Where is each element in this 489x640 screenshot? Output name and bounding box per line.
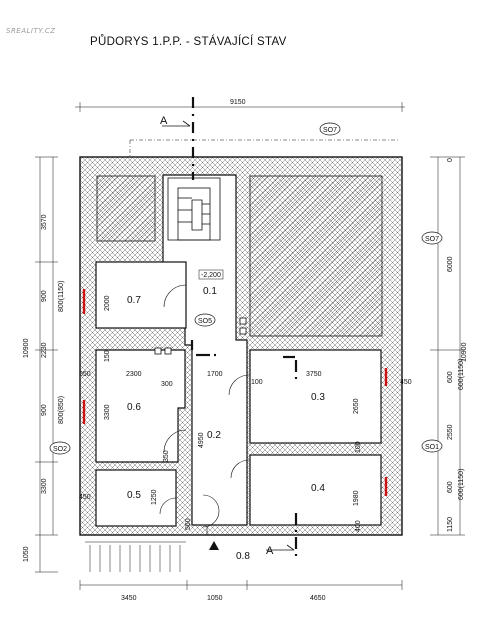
vertical-dims: 3570 900 800(1150) 2000 10900 2230 150 9… (23, 158, 468, 562)
tag-so7-right: SO7 (425, 236, 439, 243)
room-label-0.5: 0.5 (127, 490, 141, 501)
fill-area-right (249, 175, 383, 337)
dimension-lines (35, 102, 465, 590)
fill-area-left (96, 175, 156, 242)
door-swings (159, 284, 250, 535)
dim-300: 300 (161, 381, 173, 388)
level-box (198, 269, 224, 280)
plan-title: PŮDORYS 1.P.P. - STÁVAJÍCÍ STAV (90, 36, 287, 48)
room-label-0.8: 0.8 (236, 551, 250, 562)
room-label-0.1: 0.1 (203, 286, 217, 297)
dim-right-600a: 600 (447, 371, 454, 383)
dim-left-3570: 3570 (41, 214, 48, 230)
dim-2650: 2650 (353, 398, 360, 414)
room-0.3-area (249, 349, 382, 444)
room-label-0.7: 0.7 (127, 295, 141, 306)
dim-left-900a: 900 (41, 290, 48, 302)
dim-3750: 3750 (306, 371, 322, 378)
dim-right-600b: 600 (447, 481, 454, 493)
tag-circles (49, 122, 443, 455)
dim-400: 400 (355, 520, 362, 532)
dim-450-right: 450 (400, 379, 412, 386)
dim-2300: 2300 (126, 371, 142, 378)
vent-squares (154, 317, 247, 355)
room-0.7-area (95, 261, 187, 329)
dim-1250: 1250 (151, 489, 158, 505)
windows (82, 289, 388, 496)
dim-left-3300b: 3300 (41, 478, 48, 494)
dim-bottom-1050: 1050 (207, 595, 223, 602)
dim-1980: 1980 (353, 490, 360, 506)
dim-100b: 100 (355, 441, 362, 453)
tag-so5: SO5 (198, 318, 212, 325)
dim-560: 560 (185, 518, 192, 530)
rooms (95, 174, 382, 527)
dim-right-1150: 1150 (447, 517, 454, 532)
dim-left-800-1150: 800(1150) (58, 281, 65, 312)
dim-right-0: 0 (447, 158, 454, 162)
dim-left-2230: 2230 (41, 342, 48, 358)
room-label-0.4: 0.4 (311, 483, 325, 494)
dim-350: 350 (163, 450, 170, 462)
level-mark: -2,200 (201, 272, 221, 279)
tag-so7-top: SO7 (323, 127, 337, 134)
dim-left-2000: 2000 (104, 295, 111, 311)
room-0.5-area (95, 469, 177, 527)
dim-left-900b: 900 (41, 404, 48, 416)
section-mark-top: A (160, 115, 168, 127)
dim-left-150: 150 (104, 350, 111, 362)
dim-left-1050: 1050 (23, 546, 30, 562)
dim-right-10900: 10900 (461, 342, 468, 362)
dim-left-800-850: 800(850) (58, 396, 65, 424)
entrance-arrow-icon (209, 541, 219, 550)
external-steps (85, 541, 186, 572)
room-0.4-area (249, 454, 382, 526)
room-label-0.6: 0.6 (127, 402, 141, 413)
section-mark-bottom: A (266, 545, 274, 557)
watermark-logo: SREALITY.CZ (6, 27, 56, 35)
dim-450-left: 450 (79, 494, 91, 501)
room-label-0.2: 0.2 (207, 430, 221, 441)
dim-left-3300a: 3300 (104, 404, 111, 420)
dim-1700: 1700 (207, 371, 223, 378)
dim-100: 100 (251, 379, 263, 386)
dim-right-2550: 2550 (447, 424, 454, 440)
dim-4950: 4950 (198, 432, 205, 448)
dim-top-width: 9150 (230, 99, 246, 106)
dim-right-6000: 6000 (447, 256, 454, 272)
room-0.6-area (95, 349, 186, 463)
dim-550: 550 (79, 371, 91, 378)
dim-bottom-4650: 4650 (310, 595, 326, 602)
dim-bottom-3450: 3450 (121, 595, 137, 602)
section-arrows (162, 120, 295, 551)
tag-so2: SO2 (53, 446, 67, 453)
room-label-0.3: 0.3 (311, 392, 325, 403)
tag-so1: SO1 (425, 444, 439, 451)
dim-left-10900: 10900 (23, 338, 30, 358)
section-line (190, 97, 298, 556)
dim-right-600-1150a: 600(1150) (458, 359, 465, 390)
dim-right-600-1150b: 600(1150) (458, 469, 465, 500)
